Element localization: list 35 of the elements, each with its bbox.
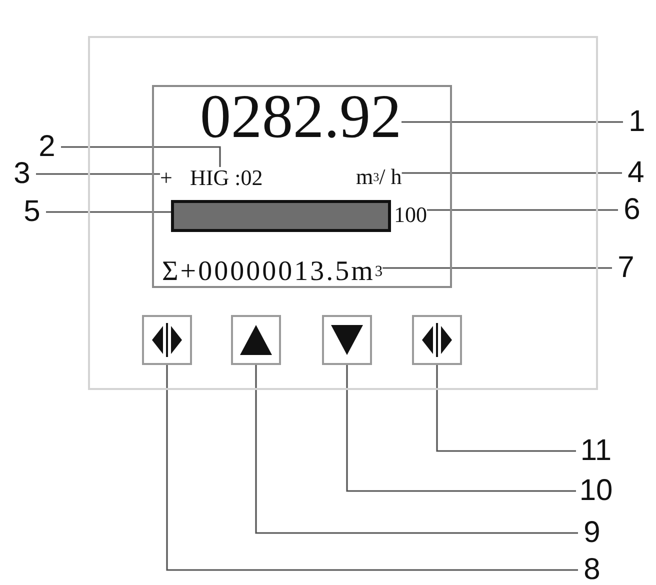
flow-rate-value: 0282.92 — [200, 88, 402, 146]
callout-number: 8 — [578, 556, 606, 584]
down-button — [322, 315, 372, 365]
left-right-button — [412, 315, 462, 365]
leader-line — [46, 211, 171, 213]
leader-line — [36, 173, 160, 175]
range-value: 100 — [394, 204, 427, 226]
display-screen — [152, 85, 452, 288]
leader-line — [382, 267, 612, 269]
left-right-button — [142, 315, 192, 365]
leader-line — [402, 121, 623, 123]
leader-line — [255, 365, 578, 534]
callout-number: 2 — [33, 131, 61, 163]
bar-graph — [171, 200, 391, 232]
callout-number: 5 — [18, 196, 46, 228]
callout-number: 10 — [576, 476, 616, 506]
leader-line — [436, 365, 576, 452]
callout-number: 9 — [578, 518, 606, 548]
leader-line — [61, 146, 221, 167]
callout-number: 4 — [622, 157, 650, 189]
status-text: HIG :02 — [190, 167, 263, 189]
leader-line — [402, 172, 622, 174]
callout-number: 11 — [576, 436, 616, 466]
total-value: Σ+00000013.5m$^{3}$ — [162, 256, 383, 288]
leader-line — [166, 365, 578, 571]
callout-number: 6 — [618, 194, 646, 226]
up-button — [231, 315, 281, 365]
leader-line — [427, 209, 618, 211]
callout-number: 1 — [623, 106, 651, 138]
callout-number: 3 — [8, 158, 36, 190]
callout-number: 7 — [612, 252, 640, 284]
unit-text: m$^{3}$/ h — [356, 164, 402, 190]
leader-line — [346, 365, 576, 492]
sign-symbol: + — [160, 167, 172, 189]
panel-frame — [88, 36, 598, 390]
